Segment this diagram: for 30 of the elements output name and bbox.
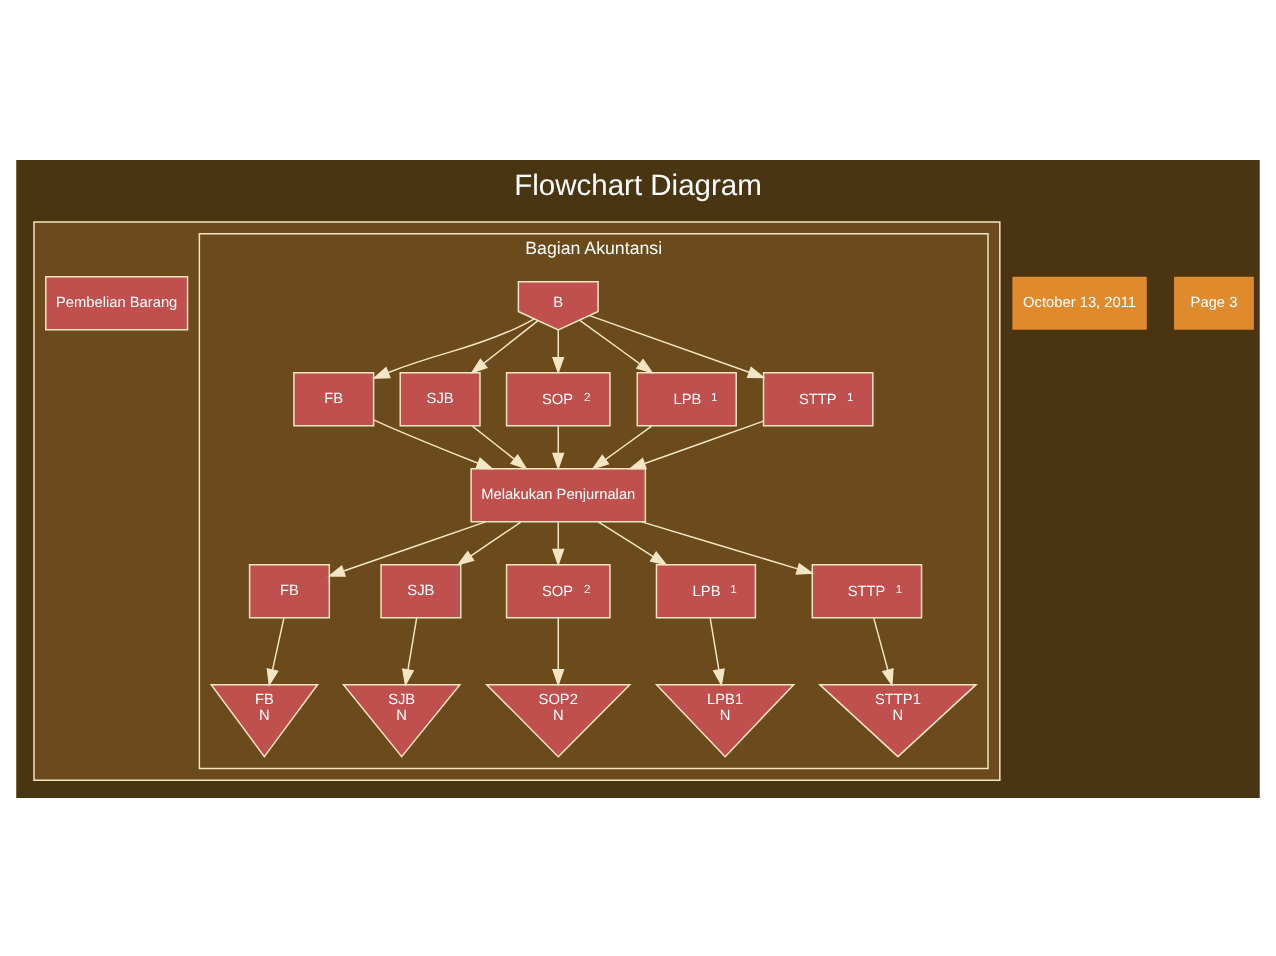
arrow	[456, 520, 522, 565]
arrow	[588, 313, 766, 378]
arrow	[401, 616, 418, 686]
node-box: FB	[248, 562, 331, 618]
node-box: SJB	[380, 562, 462, 618]
node-box: Pembelian Barang	[45, 274, 189, 330]
node-box: FB	[293, 370, 375, 426]
node-box: SJB	[399, 370, 481, 426]
label: October 13, 2011	[1023, 291, 1137, 310]
cluster	[33, 220, 1001, 780]
arrow	[266, 616, 285, 686]
arrow	[641, 520, 815, 574]
arrow	[552, 328, 565, 374]
arrow	[597, 520, 668, 565]
arrow	[552, 616, 565, 686]
arrow	[591, 424, 653, 469]
label: Page 3	[1190, 291, 1238, 310]
arrow	[578, 318, 654, 373]
arrow	[372, 418, 495, 469]
arrow	[372, 317, 535, 378]
arrow	[471, 424, 528, 469]
diagram-title: Flowchart Diagram	[514, 170, 762, 203]
arrow	[552, 424, 565, 470]
arrow	[873, 616, 894, 686]
arrow	[470, 319, 539, 374]
arrow	[709, 616, 725, 686]
arrow	[327, 520, 487, 576]
arrow	[552, 520, 565, 566]
arrow	[628, 419, 765, 469]
node-box: Melakukan Penjurnalan	[470, 466, 647, 522]
